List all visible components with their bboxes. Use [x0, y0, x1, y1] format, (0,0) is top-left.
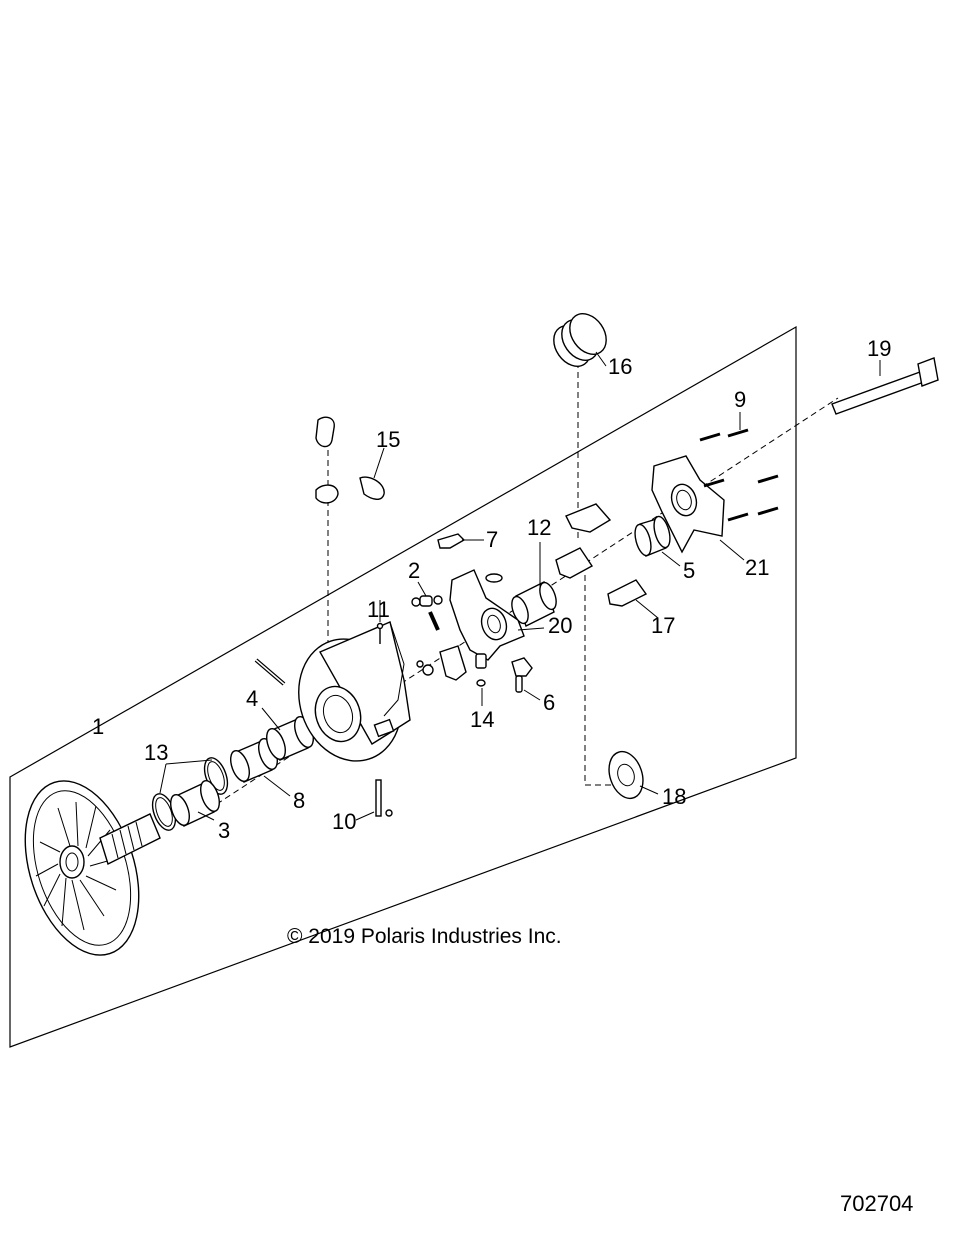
callout-19: 19: [867, 336, 891, 361]
bushing-4: [266, 716, 314, 761]
callout-14: 14: [470, 707, 494, 732]
leader-lines: [159, 351, 881, 821]
clip-6: [511, 657, 533, 693]
roller-arm: [416, 645, 467, 681]
copyright-text: © 2019 Polaris Industries Inc.: [287, 925, 562, 948]
spider-20: [449, 569, 525, 661]
callout-1: 1: [92, 714, 104, 739]
spring-16: [553, 313, 607, 367]
callout-labels: 1 2 3 4 5 6 7 8 9 10 11 12 13 14 15 16 1…: [92, 336, 891, 843]
callout-20: 20: [548, 613, 572, 638]
weight-15c: [315, 484, 339, 504]
shoe-17c: [607, 579, 648, 607]
bolt-19: [831, 357, 939, 415]
bushing-12: [511, 581, 557, 627]
bushing-5: [634, 515, 671, 557]
bracket-7: [437, 533, 466, 549]
callout-21: 21: [745, 555, 769, 580]
callout-5: 5: [683, 558, 695, 583]
fixed-sheave: [24, 780, 161, 956]
callout-11: 11: [367, 597, 390, 622]
button-14: [475, 653, 487, 687]
callout-2: 2: [408, 558, 420, 583]
roller-2: [411, 595, 443, 631]
diagram-number: 702704: [840, 1191, 913, 1216]
callout-3: 3: [218, 818, 230, 843]
moveable-sheave: [298, 621, 411, 762]
pin-10: [375, 779, 393, 817]
cover-plate-21: [651, 455, 725, 554]
pin: [254, 658, 286, 686]
callout-10: 10: [332, 809, 356, 834]
callout-18: 18: [662, 784, 686, 809]
weight-15a: [315, 416, 335, 448]
shoe-17b: [555, 547, 594, 579]
washer-18: [608, 750, 644, 800]
screw-11: [376, 622, 384, 644]
callout-8: 8: [293, 788, 305, 813]
callout-16: 16: [608, 354, 632, 379]
weight-15b: [359, 476, 385, 500]
callout-15: 15: [376, 427, 400, 452]
callout-7: 7: [486, 527, 498, 552]
callout-4: 4: [246, 686, 258, 711]
bolts-9: [699, 428, 779, 522]
callout-13: 13: [144, 740, 168, 765]
shoe-17a: [565, 503, 612, 533]
callout-12: 12: [527, 515, 551, 540]
callout-17: 17: [651, 613, 675, 638]
assembly-frame: [9, 325, 797, 1048]
callout-6: 6: [543, 690, 555, 715]
callout-9: 9: [734, 387, 746, 412]
